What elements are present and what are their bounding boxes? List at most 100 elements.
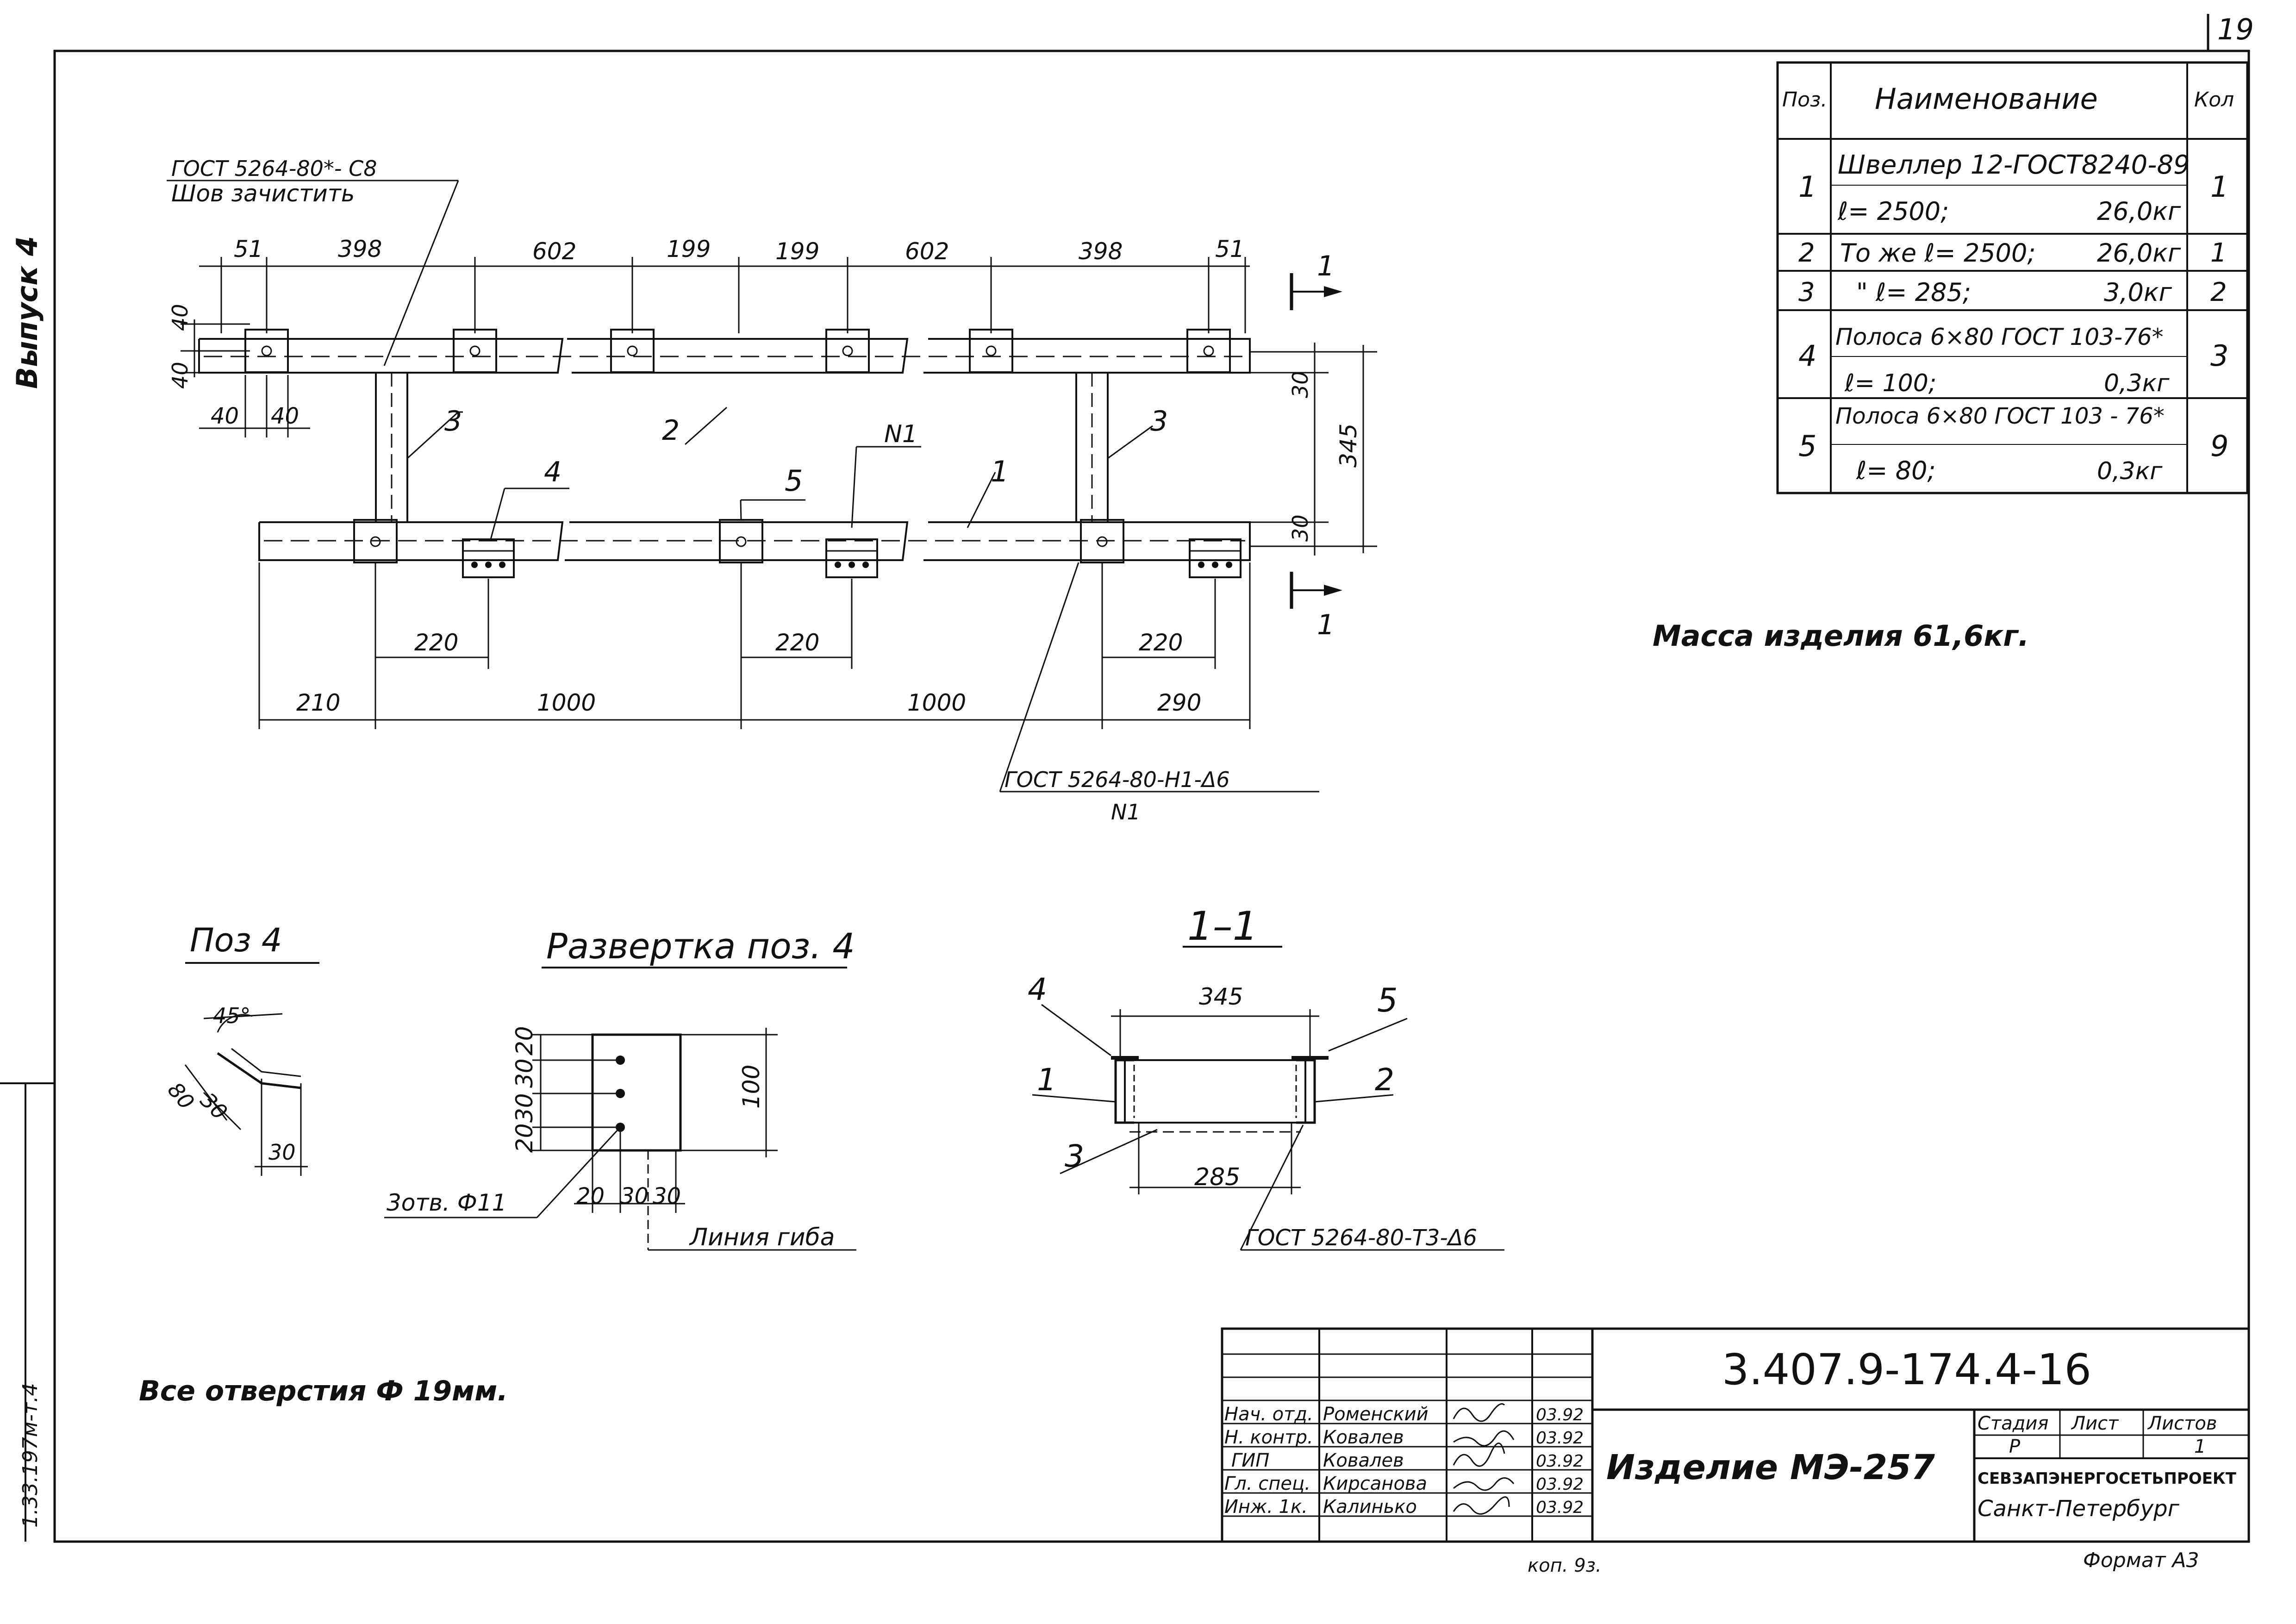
bracket: [462, 538, 515, 578]
dim-right: 30 345 30: [1250, 343, 1377, 556]
pos4-dim-30b: 30: [268, 1140, 296, 1165]
razv-dim-bottom-2: 30: [620, 1183, 649, 1209]
label-1: 1: [991, 455, 1009, 488]
date-5: 03.92: [1536, 1498, 1584, 1517]
role-5: Инж. 1к.: [1224, 1496, 1308, 1518]
plate: [610, 329, 655, 373]
spec-qty: 1: [2210, 170, 2228, 204]
dim-bottom-4: 290: [1157, 689, 1201, 716]
cross-members: [375, 372, 1109, 523]
section-label-5: 5: [1377, 981, 1398, 1019]
spec-mass: 26,0кг: [2097, 238, 2181, 268]
dim-top-6: 602: [905, 238, 949, 265]
section-label-3: 3: [1065, 1138, 1084, 1174]
name-3: Ковалев: [1323, 1450, 1404, 1471]
label-3-right: 3: [1150, 405, 1168, 437]
role-4: Гл. спец.: [1224, 1473, 1310, 1494]
dim-lower-3: 220: [1139, 629, 1183, 656]
title-block: 3.407.9-174.4-16 Изделие МЭ-257 Нач. отд…: [1221, 1327, 2250, 1543]
spec-header-name: Наименование: [1875, 82, 2098, 116]
spec-qty: 2: [2210, 277, 2227, 307]
pos4-title: Поз 4: [190, 921, 282, 959]
sheet-label: Лист: [2071, 1413, 2119, 1434]
spec-name: Швеллер 12-ГОСТ8240-89: [1838, 150, 2190, 180]
label-4: 4: [544, 456, 562, 488]
dim-right-30a: 30: [1288, 371, 1313, 398]
bracket: [825, 538, 878, 578]
role-3: ГИП: [1231, 1450, 1269, 1471]
upper-beam: [198, 338, 1251, 374]
main-view: 51 398 602 199 199 602 398 51 40 40 40 4…: [167, 156, 1377, 824]
stage-label: Стадия: [1978, 1413, 2048, 1434]
razv-dim-left-1: 20: [511, 1026, 538, 1056]
org-name: СЕВЗАПЭНЕРГОСЕТЬПРОЕКТ: [1978, 1469, 2237, 1488]
dim-left-a: 40: [168, 304, 193, 331]
weld-top-line2: Шов зачистить: [171, 180, 355, 207]
spec-qty: 9: [2210, 429, 2228, 463]
date-4: 03.92: [1536, 1475, 1584, 1494]
part-labels: 3 2 N1 3 4 5 1: [406, 405, 1168, 540]
dim-bottom-2: 1000: [537, 689, 596, 716]
razv-holes: 3отв. Ф11: [387, 1189, 506, 1216]
dim-left-c: 40: [211, 403, 239, 429]
weld-top-line1: ГОСТ 5264-80*- С8: [171, 156, 377, 181]
section-marks: 1 1: [1290, 250, 1342, 641]
name-5: Калинько: [1323, 1496, 1417, 1518]
dim-top-1: 51: [234, 236, 263, 262]
format-note: Формат А3: [2083, 1549, 2199, 1572]
label-2: 2: [662, 414, 680, 447]
spec-pos: 3: [1798, 277, 1815, 307]
sheets-label: Листов: [2147, 1413, 2217, 1434]
stage-value: Р: [2009, 1436, 2021, 1457]
upper-plates: [244, 329, 1231, 373]
section-view: 1–1 345 285 4 5 1 2 3: [1028, 903, 1504, 1251]
date-3: 03.92: [1536, 1452, 1584, 1471]
mass-note: Масса изделия 61,6кг.: [1653, 619, 2029, 653]
section-mark-top: 1: [1317, 250, 1335, 282]
spec-header-pos: Поз.: [1782, 88, 1827, 112]
spec-qty: 3: [2210, 339, 2228, 373]
spec-header-qty: Кол: [2194, 88, 2234, 112]
spec-name: ℓ= 80;: [1856, 456, 1936, 485]
section-mark-bottom: 1: [1317, 609, 1335, 641]
holes-note: Все отверстия Ф 19мм.: [139, 1375, 508, 1407]
pos4-dim-80: 80: [163, 1077, 200, 1114]
side-code: 1.33.197м-т.4: [19, 1383, 42, 1528]
plate: [244, 329, 289, 373]
razv-dim-left-3: 30: [511, 1093, 538, 1123]
dim-bottom: 210 1000 1000 290: [258, 562, 1251, 729]
date-2: 03.92: [1536, 1429, 1584, 1448]
section-label-2: 2: [1375, 1062, 1394, 1098]
dim-top-7: 398: [1079, 238, 1123, 265]
item-name: Изделие МЭ-257: [1606, 1448, 1935, 1487]
section-label-4: 4: [1028, 972, 1047, 1007]
spec-mass: 3,0кг: [2104, 278, 2172, 307]
plate: [825, 329, 870, 373]
date-1: 03.92: [1536, 1405, 1584, 1424]
weld-bottom-line1: ГОСТ 5264-80-Н1-Δ6: [1004, 767, 1230, 792]
plate: [969, 329, 1013, 373]
lower-beam: [258, 521, 1251, 561]
label-n1: N1: [884, 420, 917, 448]
razv-dim-left-4: 20: [511, 1123, 538, 1153]
dim-top-2: 398: [338, 236, 382, 262]
side-label: Выпуск 4: [10, 236, 44, 389]
spec-name: Полоса 6×80 ГОСТ 103-76*: [1835, 324, 2164, 350]
section-title: 1–1: [1187, 903, 1258, 949]
dim-bottom-3: 1000: [907, 689, 966, 716]
dim-chain-top: 51 398 602 199 199 602 398 51: [199, 236, 1250, 333]
dim-lower-1: 220: [414, 629, 458, 656]
sheet-frame: [0, 14, 2250, 1543]
section-weld: ГОСТ 5264-80-Т3-Δ6: [1245, 1225, 1477, 1251]
angle-brackets: [462, 538, 1242, 578]
name-2: Ковалев: [1323, 1427, 1404, 1448]
dim-right-345: 345: [1335, 424, 1362, 468]
dim-top-3: 602: [532, 238, 576, 265]
bracket: [1189, 538, 1242, 578]
spec-name: ℓ= 100;: [1844, 369, 1936, 397]
city-name: Санкт-Петербург: [1978, 1496, 2180, 1522]
razv-dim-right: 100: [738, 1065, 765, 1109]
spec-pos: 1: [1798, 170, 1816, 204]
dim-left-b: 40: [168, 362, 193, 389]
